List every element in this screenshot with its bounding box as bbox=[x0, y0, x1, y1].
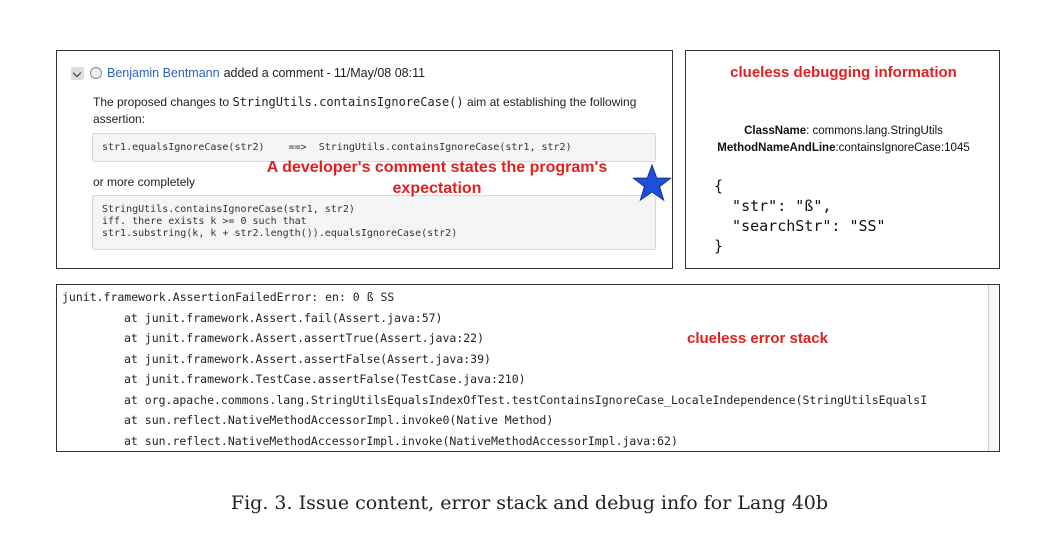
debug-json-block: { "str": "ß", "searchStr": "SS" } bbox=[714, 176, 886, 256]
comment-action: added a comment bbox=[223, 66, 324, 80]
stack-error-line: junit.framework.AssertionFailedError: en… bbox=[62, 290, 395, 304]
debug-info-annotation: clueless debugging information bbox=[730, 64, 957, 81]
code-line: StringUtils.containsIgnoreCase(str1, str… bbox=[102, 204, 355, 215]
issue-comment-panel: Benjamin Bentmann added a comment - 11/M… bbox=[56, 50, 673, 269]
chevron-down-icon[interactable] bbox=[71, 66, 84, 80]
json-line: "str": "ß", bbox=[714, 197, 832, 215]
debug-info-panel: clueless debugging information ClassName… bbox=[685, 50, 1000, 269]
stack-frame: at sun.reflect.NativeMethodAccessorImpl.… bbox=[124, 413, 554, 427]
error-stack-annotation: clueless error stack bbox=[687, 330, 828, 347]
json-line: "searchStr": "SS" bbox=[714, 217, 886, 235]
class-name-value: : commons.lang.StringUtils bbox=[806, 125, 943, 137]
inline-code: StringUtils.containsIgnoreCase() bbox=[232, 95, 464, 109]
comment-separator: - bbox=[326, 66, 331, 80]
stack-frame: at junit.framework.Assert.fail(Assert.ja… bbox=[124, 310, 443, 325]
developer-comment-annotation: A developer's comment states the program… bbox=[266, 159, 608, 197]
stack-frame: at junit.framework.TestCase.assertFalse(… bbox=[124, 372, 526, 386]
method-value: :containsIgnoreCase:1045 bbox=[835, 142, 970, 154]
error-stack-panel: junit.framework.AssertionFailedError: en… bbox=[56, 284, 1000, 452]
comment-text-before: The proposed changes to bbox=[93, 95, 233, 109]
stack-scrollbar[interactable] bbox=[988, 285, 999, 451]
class-name-key: ClassName bbox=[744, 125, 807, 137]
comment-text-after: aim at establishing the following assert… bbox=[93, 95, 637, 126]
stack-frame: at junit.framework.Assert.assertFalse(As… bbox=[124, 351, 491, 366]
code-line: str1.equalsIgnoreCase(str2) ==> StringUt… bbox=[102, 142, 572, 153]
star-icon bbox=[632, 164, 672, 202]
json-line: } bbox=[714, 237, 724, 255]
json-line: { bbox=[714, 177, 724, 195]
stack-frame: at junit.framework.Assert.assertTrue(Ass… bbox=[124, 331, 485, 345]
stack-frame: at org.apache.commons.lang.StringUtilsEq… bbox=[124, 392, 928, 407]
code-block-assertion: str1.equalsIgnoreCase(str2) ==> StringUt… bbox=[92, 133, 656, 162]
figure-caption: Fig. 3. Issue content, error stack and d… bbox=[230, 492, 829, 514]
comment-timestamp: 11/May/08 08:11 bbox=[333, 66, 426, 80]
stack-trace: junit.framework.AssertionFailedError: en… bbox=[62, 287, 927, 451]
code-line: iff. there exists k >= 0 such that bbox=[102, 216, 307, 227]
comment-paragraph-2: or more completely bbox=[93, 175, 196, 189]
comment-paragraph: The proposed changes to StringUtils.cont… bbox=[93, 94, 653, 128]
stack-frame: at sun.reflect.NativeMethodAccessorImpl.… bbox=[124, 433, 678, 448]
method-key: MethodNameAndLine bbox=[717, 142, 836, 154]
avatar-icon bbox=[90, 67, 102, 79]
code-block-complete: StringUtils.containsIgnoreCase(str1, str… bbox=[92, 195, 656, 250]
code-line: str1.substring(k, k + str2.length()).equ… bbox=[102, 228, 458, 239]
method-line: MethodNameAndLine:containsIgnoreCase:104… bbox=[686, 142, 1001, 154]
comment-author-link[interactable]: Benjamin Bentmann bbox=[107, 66, 220, 80]
class-name-line: ClassName: commons.lang.StringUtils bbox=[686, 125, 1001, 137]
comment-header: Benjamin Bentmann added a comment - 11/M… bbox=[71, 66, 425, 80]
